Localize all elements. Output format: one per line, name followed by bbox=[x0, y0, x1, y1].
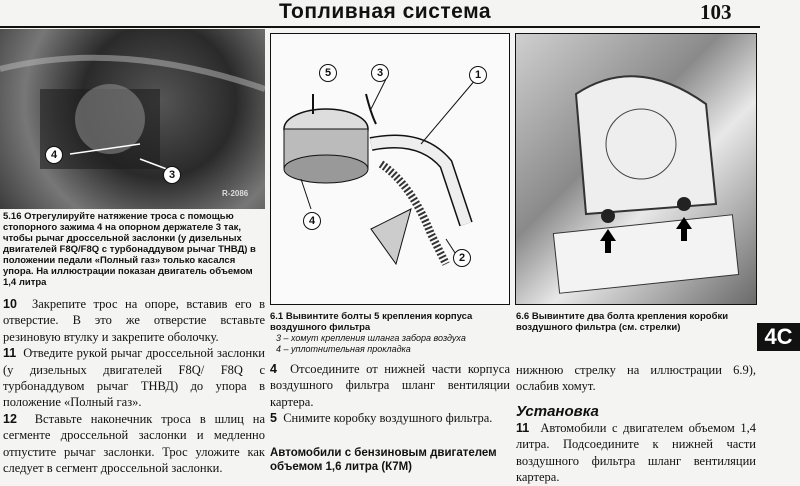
step-number: 4 bbox=[270, 362, 277, 376]
page-header-title: Топливная система bbox=[278, 0, 492, 23]
header-rule bbox=[0, 26, 760, 28]
installation-heading: Установка bbox=[516, 403, 599, 420]
figure-5-16-caption: 5.16 Отрегулируйте натяжение троса с пом… bbox=[3, 211, 256, 288]
figure-6-1-caption: 6.1 Вывинтите болты 5 крепления корпуса … bbox=[270, 311, 473, 333]
right-steps: 11 Автомобили с двигателем объемом 1,4 л… bbox=[516, 420, 756, 486]
step-12: 12 Вставьте наконечник троса в шлиц на с… bbox=[3, 411, 265, 477]
figure-6-1-legend: 3 – хомут крепления шланга забора воздух… bbox=[276, 333, 516, 355]
step-4: 4 Отсоедините от нижней части корпуса во… bbox=[270, 361, 510, 410]
figure-marker: R-2086 bbox=[222, 189, 249, 198]
callout-3: 3 bbox=[371, 64, 389, 82]
step-10: 10 Закрепите трос на опоре, вставив его … bbox=[3, 296, 265, 345]
air-filter-box-photo bbox=[552, 75, 740, 294]
step-number: 11 bbox=[3, 346, 17, 361]
right-text-continued: нижнюю стрелку на иллюстрации 6.9), осла… bbox=[516, 363, 756, 394]
figure-6-1-diagram: 1 2 3 4 5 bbox=[270, 33, 510, 305]
callout-1: 1 bbox=[469, 66, 487, 84]
callout-2: 2 bbox=[453, 249, 471, 267]
step-number: 11 bbox=[516, 421, 530, 435]
step-11: 11 Отведите рукой рычаг дроссельной засл… bbox=[3, 345, 265, 411]
step-5: 5 Снимите коробку воздушного фильтра. bbox=[270, 410, 510, 426]
step-text: Отведите рукой рычаг дроссельной заслонк… bbox=[3, 346, 265, 410]
step-text: Автомобили с двигателем объемом 1,4 литр… bbox=[516, 421, 757, 485]
figure-6-6-caption: 6.6 Вывинтите два болта крепления коробк… bbox=[516, 311, 729, 333]
legend-item: 3 – хомут крепления шланга забора воздух… bbox=[276, 333, 466, 343]
middle-steps: 4 Отсоедините от нижней части корпуса во… bbox=[270, 361, 510, 427]
step-number: 5 bbox=[270, 411, 277, 426]
step-11-install: 11 Автомобили с двигателем объемом 1,4 л… bbox=[516, 420, 756, 486]
step-text: Снимите коробку воздушного фильтра. bbox=[283, 411, 493, 426]
section-tab-4c: 4C bbox=[757, 323, 800, 351]
page-number: 103 bbox=[700, 0, 732, 24]
engine-photo-illustration bbox=[0, 54, 265, 175]
figure-5-16-photo: 4 3 R-2086 bbox=[0, 29, 265, 209]
callout-5: 5 bbox=[319, 64, 337, 82]
callout-3: 3 bbox=[163, 166, 181, 184]
middle-subheading: Автомобили с бензиновым двигателем объем… bbox=[270, 447, 497, 473]
step-text: Закрепите трос на опоре, вставив его в о… bbox=[3, 297, 266, 344]
step-text: Отсоедините от нижней части корпуса возд… bbox=[270, 362, 510, 409]
left-steps: 10 Закрепите трос на опоре, вставив его … bbox=[3, 296, 265, 476]
callout-4: 4 bbox=[303, 212, 321, 230]
figure-6-6-photo bbox=[515, 33, 757, 305]
callout-4: 4 bbox=[45, 146, 63, 164]
step-number: 10 bbox=[3, 297, 17, 311]
legend-item: 4 – уплотнительная прокладка bbox=[276, 344, 411, 354]
step-text: Вставьте наконечник троса в шлиц на сегм… bbox=[3, 411, 266, 476]
step-number: 12 bbox=[3, 411, 17, 426]
